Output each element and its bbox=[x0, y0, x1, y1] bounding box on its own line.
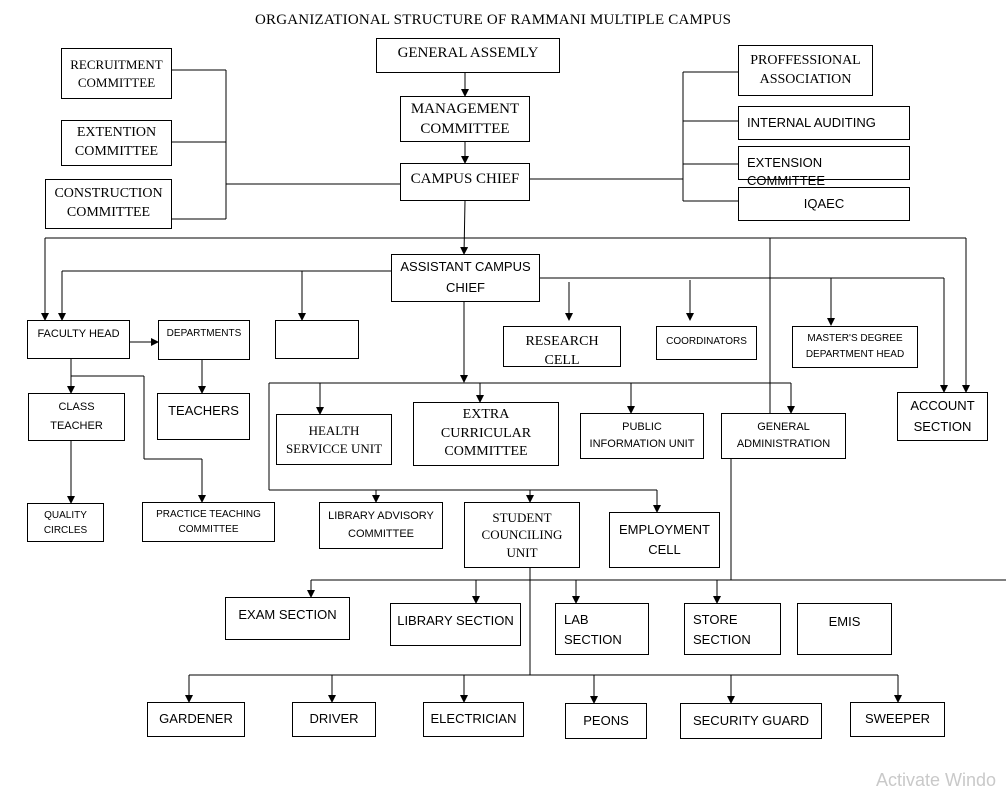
node-teachers: TEACHERS bbox=[157, 393, 250, 440]
node-public-information-unit: PUBLIC INFORMATION UNIT bbox=[580, 413, 704, 459]
node-lab-section: LAB SECTION bbox=[555, 603, 649, 655]
node-peons: PEONS bbox=[565, 703, 647, 739]
chart-title: ORGANIZATIONAL STRUCTURE OF RAMMANI MULT… bbox=[255, 12, 732, 28]
node-internal-auditing: INTERNAL AUDITING bbox=[738, 106, 910, 140]
node-departments: DEPARTMENTS bbox=[158, 320, 250, 360]
node-extention-committee: EXTENTION COMMITTEE bbox=[61, 120, 172, 166]
node-masters-degree-head: MASTER'S DEGREE DEPARTMENT HEAD bbox=[792, 326, 918, 368]
node-class-teacher: CLASS TEACHER bbox=[28, 393, 125, 441]
node-student-counciling-unit: STUDENT COUNCILING UNIT bbox=[464, 502, 580, 568]
node-driver: DRIVER bbox=[292, 702, 376, 737]
node-library-advisory-committee: LIBRARY ADVISORY COMMITTEE bbox=[319, 502, 443, 549]
node-recruitment-committee: RECRUITMENT COMMITTEE bbox=[61, 48, 172, 99]
node-general-assembly: GENERAL ASSEMLY bbox=[376, 38, 560, 73]
activate-windows-watermark: Activate Windo bbox=[876, 770, 997, 790]
node-management-committee: MANAGEMENT COMMITTEE bbox=[400, 96, 530, 142]
node-electrician: ELECTRICIAN bbox=[423, 702, 524, 737]
node-emis: EMIS bbox=[797, 603, 892, 655]
node-professional-association: PROFFESSIONAL ASSOCIATION bbox=[738, 45, 873, 96]
node-campus-chief: CAMPUS CHIEF bbox=[400, 163, 530, 201]
node-general-administration: GENERAL ADMINISTRATION bbox=[721, 413, 846, 459]
node-account-section: ACCOUNT SECTION bbox=[897, 392, 988, 441]
node-research-cell: RESEARCH CELL bbox=[503, 326, 621, 368]
node-assistant-campus-chief: ASSISTANT CAMPUS CHIEF bbox=[391, 254, 540, 302]
node-sweeper: SWEEPER bbox=[850, 702, 945, 737]
node-extension-committee: EXTENSION COMMITTEE bbox=[738, 146, 910, 188]
node-security-guard: SECURITY GUARD bbox=[680, 703, 822, 739]
node-extra-curricular-committee: EXTRA CURRICULAR COMMITTEE bbox=[413, 402, 559, 466]
node-practice-teaching-committee: PRACTICE TEACHING COMMITTEE bbox=[142, 502, 275, 542]
node-store-section: STORE SECTION bbox=[684, 603, 781, 655]
node-construction-committee: CONSTRUCTION COMMITTEE bbox=[45, 179, 172, 229]
node-blank-box bbox=[275, 320, 359, 359]
node-coordinators: COORDINATORS bbox=[656, 326, 757, 360]
node-library-section: LIBRARY SECTION bbox=[390, 603, 521, 646]
node-health-service-unit: HEALTH SERVICCE UNIT bbox=[276, 414, 392, 465]
node-faculty-head: FACULTY HEAD bbox=[27, 320, 130, 359]
node-gardener: GARDENER bbox=[147, 702, 245, 737]
node-employment-cell: EMPLOYMENT CELL bbox=[609, 512, 720, 568]
node-exam-section: EXAM SECTION bbox=[225, 597, 350, 640]
node-iqaec: IQAEC bbox=[738, 187, 910, 221]
node-quality-circles: QUALITY CIRCLES bbox=[27, 503, 104, 542]
